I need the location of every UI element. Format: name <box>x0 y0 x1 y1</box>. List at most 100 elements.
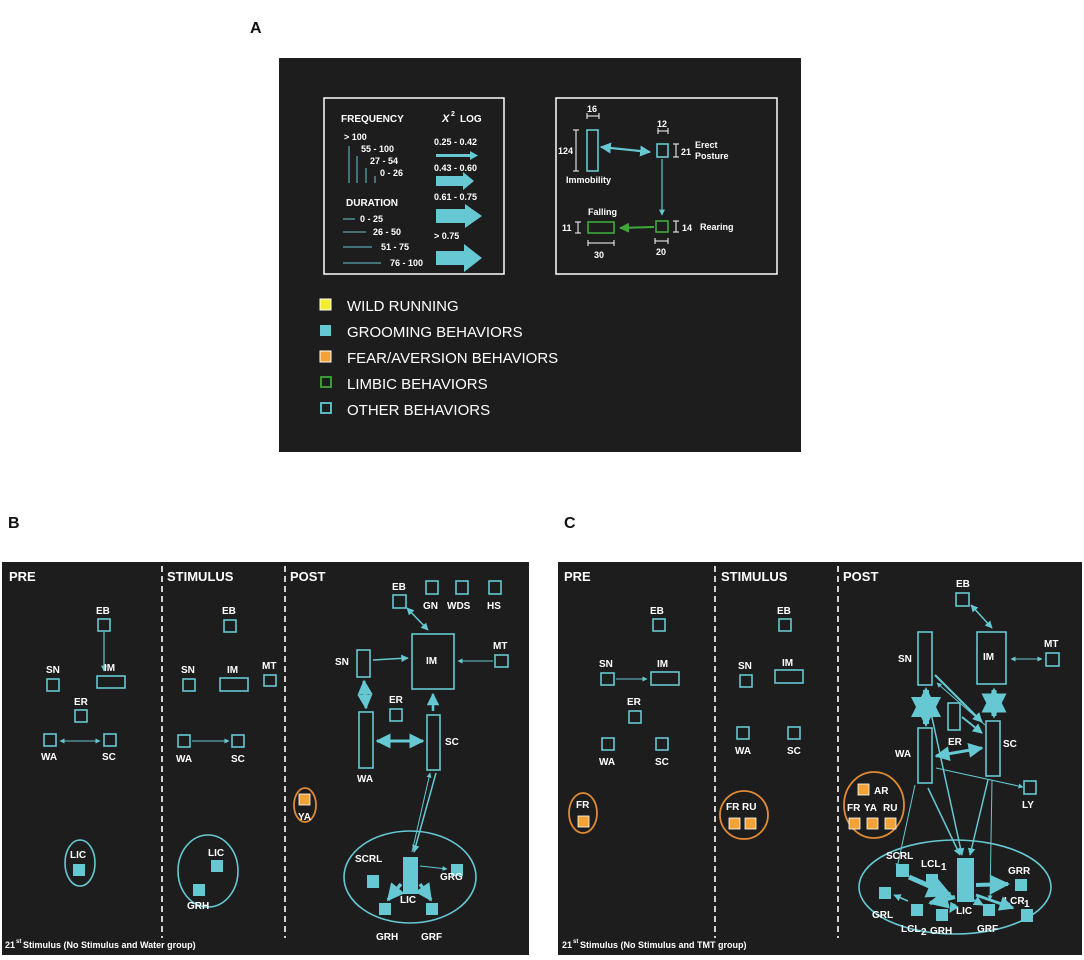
b-pre-wa-label: WA <box>41 752 57 763</box>
c-post-er-node <box>947 702 961 731</box>
immobility-height-value: 124 <box>558 146 573 156</box>
b-post-grf-label: GRF <box>421 932 442 943</box>
chi-title-symbol: X <box>441 113 450 125</box>
c-stim-wa-label: WA <box>735 746 751 757</box>
b-stim-sc-label: SC <box>231 754 245 765</box>
c-post-lcl1-sub: 1 <box>941 862 947 873</box>
c-post-ru-label: RU <box>883 803 897 814</box>
b-stim-sc-node <box>231 734 245 748</box>
b-post-mt-node <box>494 654 509 668</box>
b-post-grh-node <box>379 903 391 915</box>
c-post-lic-grr-arrow <box>975 874 1010 895</box>
legend-label-limbic: LIMBIC BEHAVIORS <box>347 376 488 393</box>
b-post-grf-node <box>426 903 438 915</box>
c-pre-sc-label: SC <box>655 757 669 768</box>
c-post-lic-node <box>957 858 974 902</box>
c-post-scrl-node <box>896 864 909 877</box>
c-pre-eb-node <box>652 618 666 632</box>
c-post-sc-lic-arrow <box>967 779 989 856</box>
c-post-eb-im-arrow <box>970 604 993 629</box>
b-post-grooming-group <box>343 830 477 924</box>
c-pre-sn-node <box>600 672 615 686</box>
c-pre-er-node <box>628 710 642 724</box>
panel-b-bg <box>2 562 529 955</box>
c-post-wa-sc-arrow <box>934 742 984 762</box>
b-post-gn-label: GN <box>423 601 438 612</box>
frequency-range-4: 0 - 26 <box>380 168 403 178</box>
c-post-lic-label: LIC <box>956 906 972 917</box>
c-pre-fear-group <box>568 792 598 834</box>
panel-b-caption-sup: st <box>16 939 21 945</box>
c-post-scrl-label: SCRL <box>886 851 913 862</box>
c-post-grl-node <box>879 887 891 899</box>
chi-arrow-4 <box>436 244 482 272</box>
b-post-sc-lic-arrow <box>412 772 437 853</box>
c-post-fear-group <box>843 771 905 839</box>
c-post-im-label: IM <box>983 652 994 663</box>
erect-height-value: 21 <box>681 147 691 157</box>
b-post-ya-label: YA <box>298 812 311 823</box>
legend-swatch-limbic <box>320 376 332 388</box>
legend-label-fear-aversion: FEAR/AVERSION BEHAVIORS <box>347 350 558 367</box>
duration-range-1: 0 - 25 <box>360 214 383 224</box>
c-stim-eb-label: EB <box>777 606 791 617</box>
chi-range-1: 0.25 - 0.42 <box>434 137 477 147</box>
c-pre-eb-label: EB <box>650 606 664 617</box>
panel-c-phase-post: POST <box>843 569 878 584</box>
c-post-er-label: ER <box>948 737 963 748</box>
immobility-width-value: 16 <box>587 104 597 114</box>
c-post-lic-grh-arrow <box>949 901 960 913</box>
panel-b-phase-post: POST <box>290 569 325 584</box>
c-post-er-sc-arrow <box>961 716 983 734</box>
c-pre-sn-label: SN <box>599 659 613 670</box>
b-post-hs-node <box>488 580 502 595</box>
c-post-im-node <box>976 631 1007 685</box>
b-stim-eb-node <box>223 619 237 633</box>
c-post-grooming-group <box>858 839 1052 935</box>
c-stim-fr-label: FR <box>726 802 740 813</box>
duration-range-2: 26 - 50 <box>373 227 401 237</box>
chi-title-sup: 2 <box>451 111 455 118</box>
c-stim-ru-node <box>744 817 757 830</box>
legend-swatch-wild-running <box>319 298 332 311</box>
legend-panel: FREQUENCY > 100 55 - 100 27 - 54 0 - 26 … <box>279 58 801 452</box>
b-post-sn-wa-arrow <box>357 679 373 710</box>
rearing-label: Rearing <box>700 222 734 232</box>
c-post-lcl2-label: LCL <box>901 924 920 935</box>
b-post-gn-node <box>425 580 439 595</box>
c-post-lcl2-grl-arrow <box>893 894 909 902</box>
b-stim-sn-node <box>182 678 196 692</box>
chi-title-rest: LOG <box>460 114 482 125</box>
b-post-wds-label: WDS <box>447 601 471 612</box>
b-post-fear-group <box>293 787 317 823</box>
legend-label-wild-running: WILD RUNNING <box>347 298 459 315</box>
c-post-wa-node <box>917 727 933 784</box>
panel-b-phase-stimulus: STIMULUS <box>167 569 234 584</box>
c-post-ly-node <box>1023 780 1037 795</box>
c-stim-sc-node <box>787 726 801 740</box>
c-stim-im-label: IM <box>782 658 793 669</box>
b-stim-sn-label: SN <box>181 665 195 676</box>
c-stim-sn-node <box>739 674 753 688</box>
b-post-im-label: IM <box>426 656 437 667</box>
c-pre-im-node <box>650 671 680 686</box>
b-post-sn-label: SN <box>335 657 349 668</box>
b-pre-grooming-group <box>64 839 96 887</box>
c-pre-wa-label: WA <box>599 757 615 768</box>
c-post-ya-node <box>866 817 879 830</box>
panel-c-phase-stimulus: STIMULUS <box>721 569 788 584</box>
b-pre-eb-label: EB <box>96 606 110 617</box>
immobility-label: Immobility <box>566 175 611 185</box>
c-post-grf-node <box>983 904 995 916</box>
b-pre-sc-node <box>103 733 117 747</box>
c-post-grl-label: GRL <box>872 910 893 921</box>
erect-width-value: 12 <box>657 119 667 129</box>
chi-range-2: 0.43 - 0.60 <box>434 163 477 173</box>
c-post-ar-node <box>857 783 870 796</box>
legend-swatch-grooming <box>320 325 331 336</box>
panel-b-caption-pre: 21 <box>5 940 15 950</box>
c-post-sn-lic-arrow <box>925 689 965 856</box>
c-post-sn-node <box>917 631 933 686</box>
c-stim-im-node <box>774 669 804 684</box>
